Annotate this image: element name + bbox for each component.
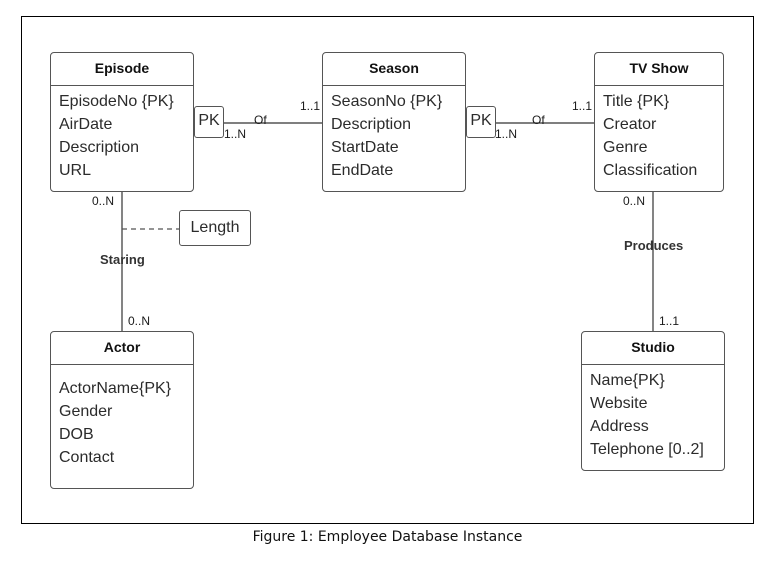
entity-studio-title: Studio: [582, 332, 724, 365]
entity-actor: Actor ActorName{PK} Gender DOB Contact: [50, 331, 194, 489]
episode-attr: AirDate: [59, 116, 113, 133]
card-episode-actor-bottom: 0..N: [128, 314, 151, 328]
tvshow-attr: Genre: [603, 139, 648, 156]
entity-tvshow-title: TV Show: [595, 53, 723, 86]
card-tvshow-studio-bottom: 1..1: [659, 314, 680, 328]
card-episode-season-near: 1..N: [224, 127, 247, 141]
actor-attr: Gender: [59, 403, 113, 420]
card-tvshow-studio-top: 0..N: [623, 194, 646, 208]
season-attr: Description: [331, 116, 412, 133]
studio-attr: Address: [590, 418, 649, 435]
episode-attr: Description: [59, 139, 140, 156]
attribute-length-box: Length: [179, 210, 251, 246]
episode-attr: EpisodeNo {PK}: [59, 93, 174, 110]
season-attr: StartDate: [331, 139, 399, 156]
entity-actor-title: Actor: [51, 332, 193, 365]
qualifier-episode-pk: PK: [194, 106, 224, 138]
tvshow-attr: Creator: [603, 116, 657, 133]
rel-tvshow-studio-name: Produces: [624, 238, 684, 253]
tvshow-attr: Classification: [603, 162, 698, 179]
season-attr: EndDate: [331, 162, 394, 179]
card-episode-actor-top: 0..N: [92, 194, 115, 208]
card-episode-season-far: 1..1: [300, 99, 321, 113]
figure-caption: Figure 1: Employee Database Instance: [252, 529, 523, 545]
entity-tvshow: TV Show Title {PK} Creator Genre Classif…: [594, 52, 724, 192]
episode-attr: URL: [59, 162, 92, 179]
studio-attr: Name{PK}: [590, 372, 665, 389]
entity-episode: Episode EpisodeNo {PK} AirDate Descripti…: [50, 52, 194, 192]
rel-season-tvshow-name: Of: [532, 113, 545, 127]
tvshow-attr: Title {PK}: [603, 93, 670, 110]
studio-attr: Telephone [0..2]: [590, 441, 704, 458]
actor-attr: Contact: [59, 449, 115, 466]
rel-episode-actor-name: Staring: [100, 252, 145, 267]
qualifier-season-pk: PK: [466, 106, 496, 138]
card-season-tvshow-near: 1..N: [495, 127, 518, 141]
entity-season: Season SeasonNo {PK} Description StartDa…: [322, 52, 466, 192]
season-attr: SeasonNo {PK}: [331, 93, 443, 110]
card-season-tvshow-far: 1..1: [572, 99, 593, 113]
rel-episode-season-name: Of: [254, 113, 267, 127]
figure-frame: [21, 16, 754, 524]
entity-studio: Studio Name{PK} Website Address Telephon…: [581, 331, 725, 471]
actor-attr: DOB: [59, 426, 94, 443]
entity-season-title: Season: [323, 53, 465, 86]
actor-attr: ActorName{PK}: [59, 380, 172, 397]
studio-attr: Website: [590, 395, 648, 412]
entity-episode-title: Episode: [51, 53, 193, 86]
